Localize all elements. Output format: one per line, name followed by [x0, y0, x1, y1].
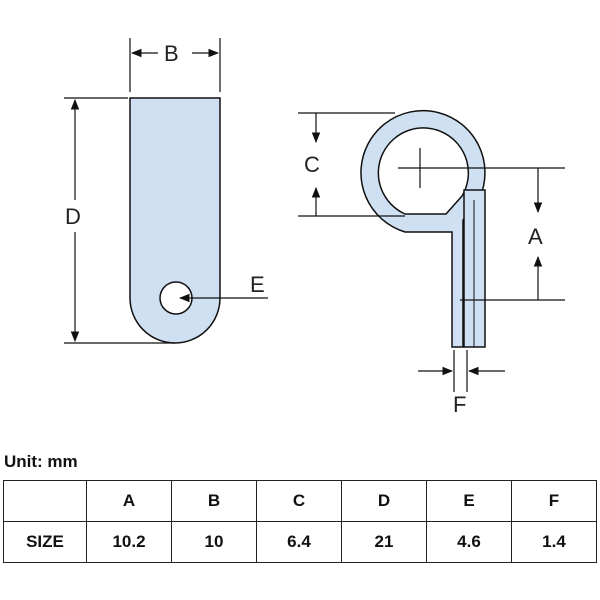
value-d: 21	[341, 521, 427, 563]
header-cell-f: F	[511, 480, 597, 522]
table-header-row: A B C D E F	[3, 480, 597, 522]
label-d: D	[65, 204, 81, 229]
label-e: E	[250, 272, 265, 297]
header-cell-corner	[3, 480, 87, 522]
row-label-size: SIZE	[3, 521, 87, 563]
clamp-drawing: B D E C A F	[64, 38, 565, 417]
value-c: 6.4	[256, 521, 342, 563]
unit-label: Unit: mm	[4, 452, 78, 471]
spec-table: A B C D E F SIZE 10.2 10 6.4 21 4.6 1.4	[3, 480, 597, 563]
header-cell-e: E	[426, 480, 512, 522]
label-b: B	[164, 41, 179, 66]
value-a: 10.2	[86, 521, 172, 563]
clamp-front-body	[129, 97, 221, 344]
value-b: 10	[171, 521, 257, 563]
label-a: A	[528, 224, 543, 249]
clamp-side-loop	[360, 109, 486, 348]
value-f: 1.4	[511, 521, 597, 563]
header-cell-b: B	[171, 480, 257, 522]
table-row: SIZE 10.2 10 6.4 21 4.6 1.4	[3, 521, 597, 563]
label-c: C	[304, 152, 320, 177]
header-cell-c: C	[256, 480, 342, 522]
header-cell-a: A	[86, 480, 172, 522]
label-f: F	[453, 392, 466, 417]
header-cell-d: D	[341, 480, 427, 522]
value-e: 4.6	[426, 521, 512, 563]
